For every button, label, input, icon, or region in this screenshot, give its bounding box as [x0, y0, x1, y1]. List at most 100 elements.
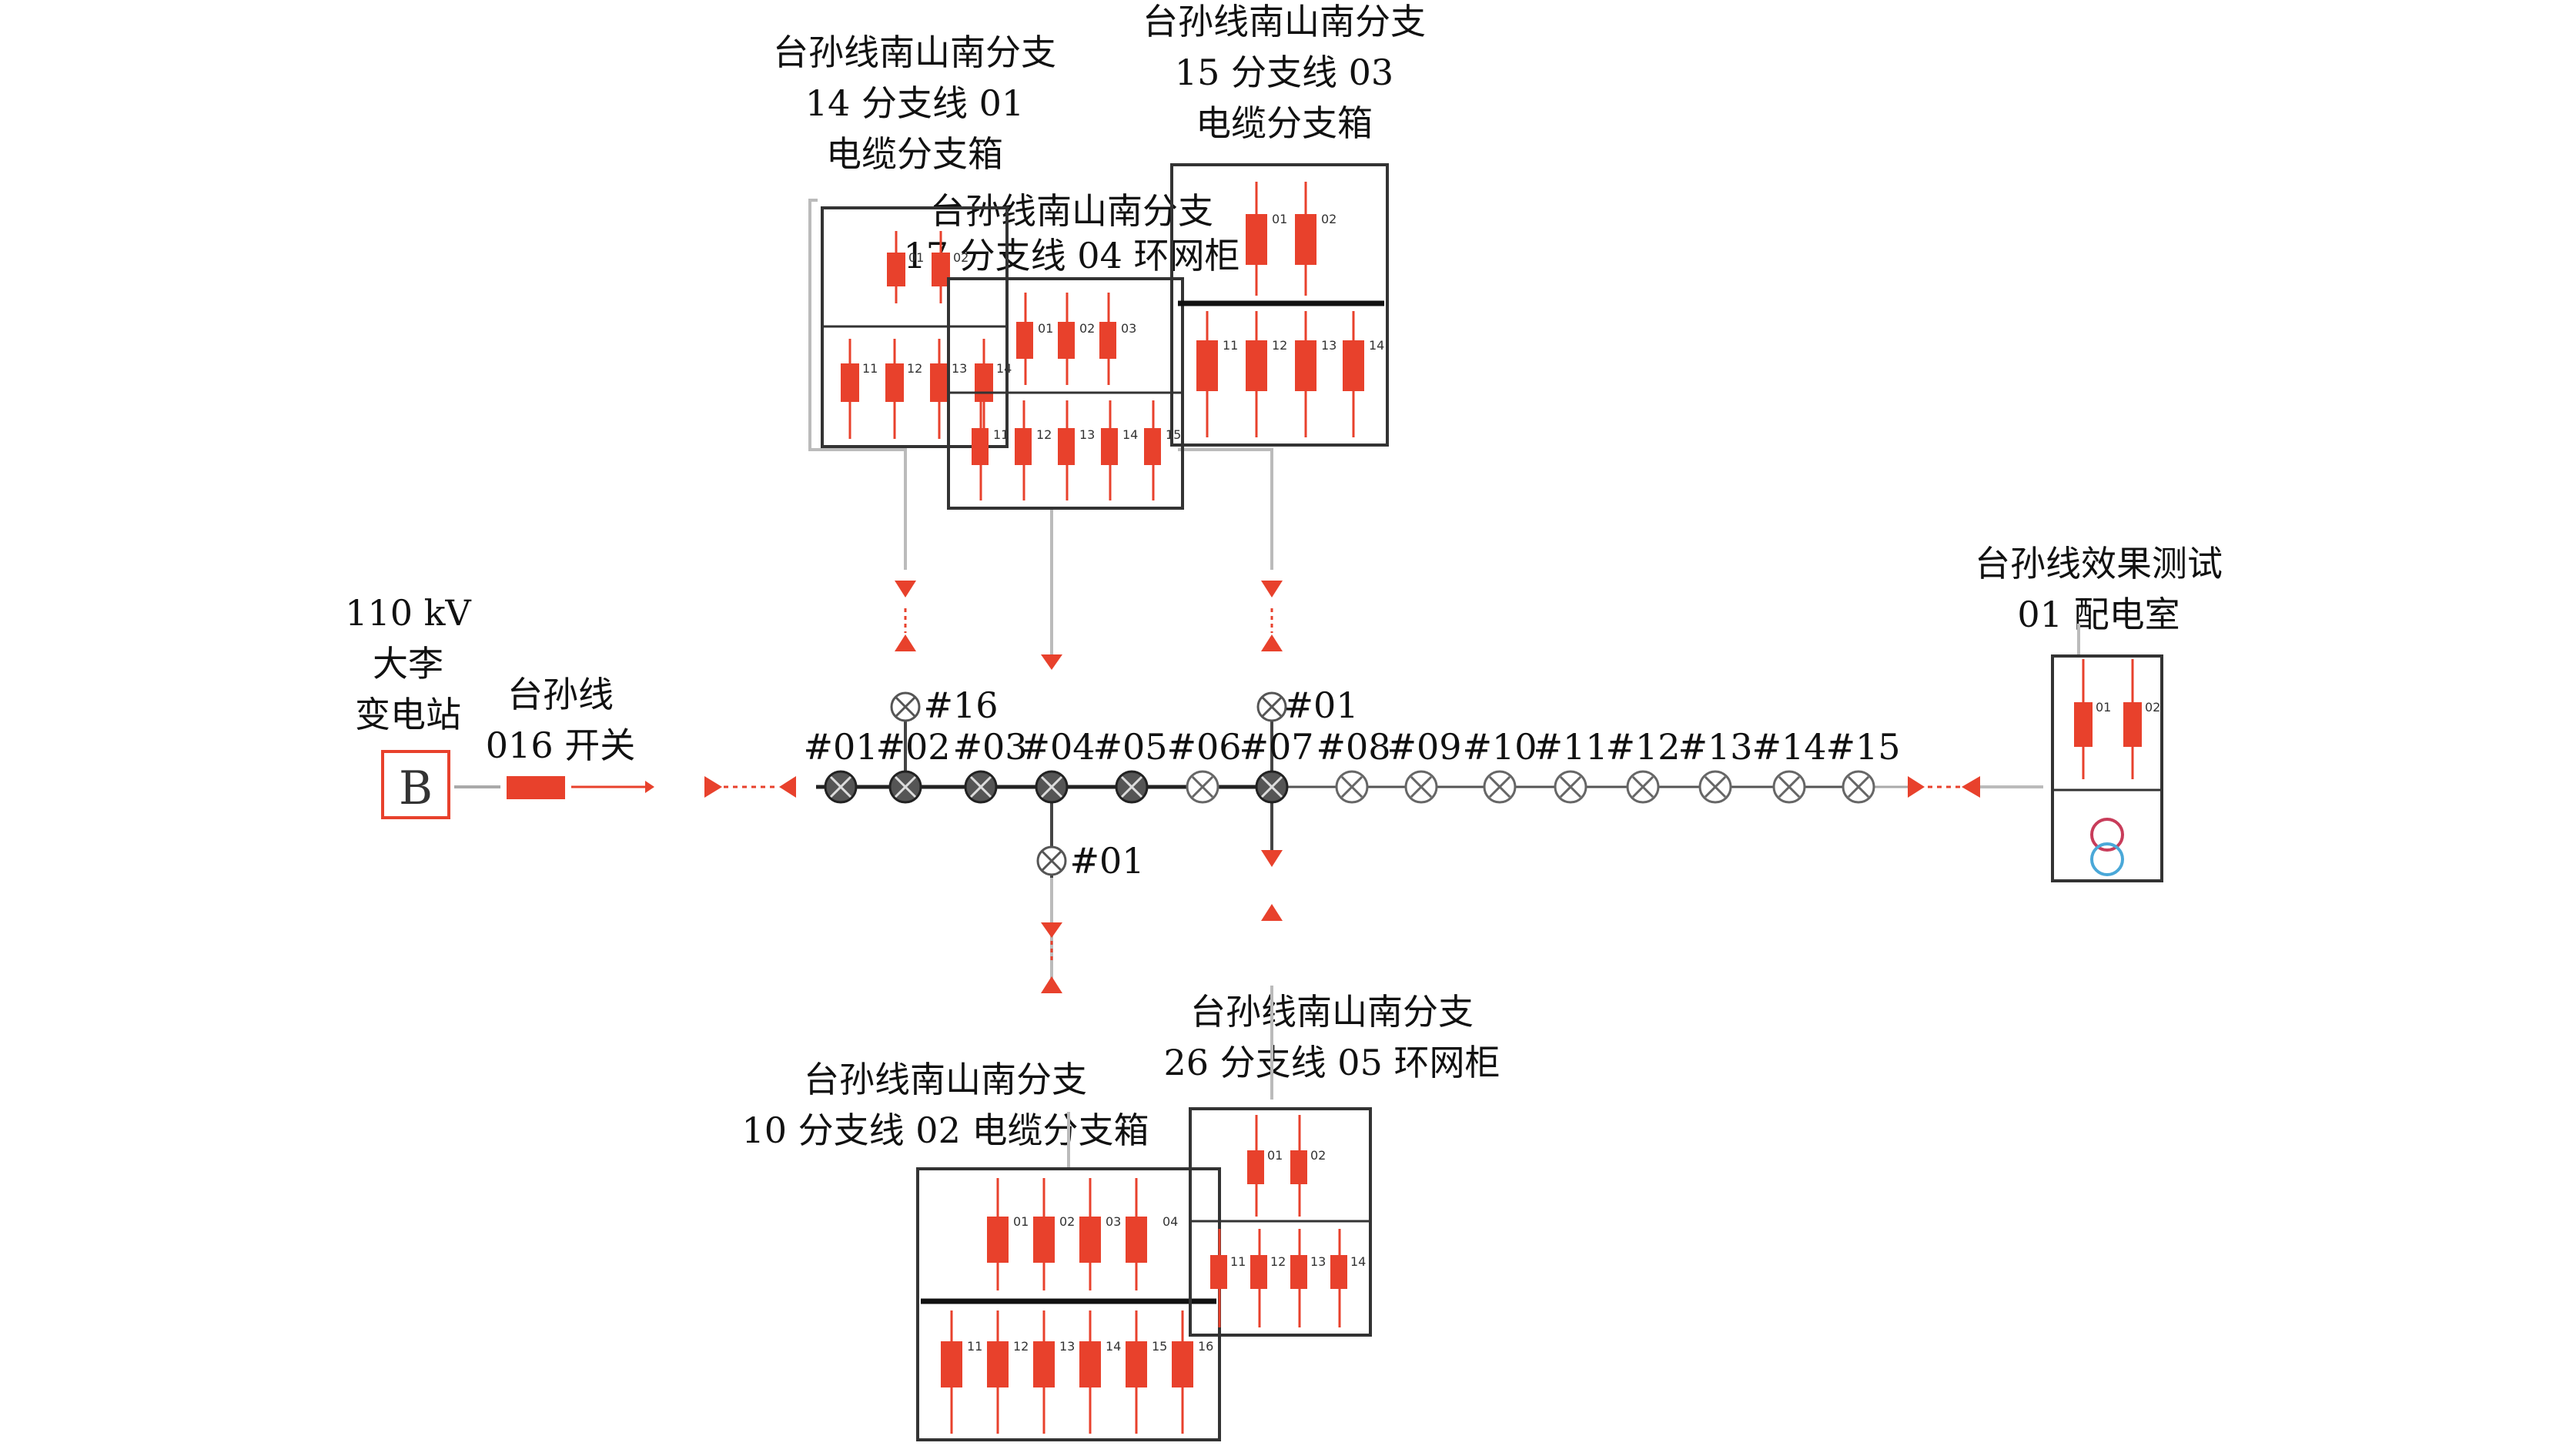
- arrow-icon: [645, 781, 654, 793]
- box-15-03-top-switches: 01 02: [1246, 182, 1337, 296]
- box-10-02-bottom-switches: 11 12 13 14 15 16: [941, 1310, 1213, 1434]
- switch-label: 12: [1036, 427, 1052, 442]
- trunk-node-label: #09: [1387, 726, 1461, 768]
- switch-label: 02: [2145, 700, 2160, 715]
- substation-symbol[interactable]: B: [381, 750, 450, 819]
- switch-label: 13: [1079, 427, 1095, 442]
- box-test-distribution-room[interactable]: 01 02: [2051, 654, 2163, 882]
- switch-label: 01: [1013, 1214, 1029, 1229]
- lead-lines: [808, 199, 2080, 1169]
- switch-label: 11: [862, 361, 878, 376]
- substation-symbol-letter: B: [399, 761, 433, 815]
- arrow-down-icon: [1261, 581, 1283, 597]
- arrow-right-icon: [1908, 776, 1925, 798]
- trunk-node-08[interactable]: [1335, 770, 1369, 804]
- trunk-node-12[interactable]: [1626, 770, 1660, 804]
- feeder-switch-label-line2: 016 开关: [486, 725, 635, 766]
- trunk-node-11[interactable]: [1554, 770, 1587, 804]
- box-15-03-title-line1: 台孙线南山南分支: [1142, 1, 1426, 42]
- switch-label: 03: [1106, 1214, 1121, 1229]
- transformer-icon: [2090, 818, 2124, 876]
- trunk-node-label: #03: [952, 726, 1027, 768]
- switch-label: 16: [1198, 1339, 1213, 1354]
- switch-label: 13: [1059, 1339, 1075, 1354]
- switch-label: 02: [1321, 212, 1337, 226]
- box-14-01-title-line1: 台孙线南山南分支: [773, 32, 1056, 73]
- branch-node-16[interactable]: [890, 691, 921, 722]
- box-10-02-title-line1: 台孙线南山南分支: [804, 1059, 1087, 1100]
- switch-label: 13: [1310, 1254, 1326, 1269]
- arrow-up-icon: [1041, 976, 1062, 993]
- trunk-node-label: #01: [803, 726, 878, 768]
- arrow-up-icon: [895, 634, 916, 651]
- trunk-node-symbols: [824, 770, 1875, 804]
- switch-label: 14: [1350, 1254, 1366, 1269]
- box-test-title-line2: 01 配电室: [2017, 594, 2180, 635]
- feeder-016-switch[interactable]: [507, 776, 565, 799]
- box-26-05-title-line2: 26 分支线 05 环网柜: [1164, 1042, 1500, 1083]
- arrow-down-icon: [1261, 850, 1283, 867]
- box-17-04-title-line1: 台孙线南山南分支: [930, 190, 1213, 232]
- trunk-node-label: #14: [1751, 726, 1826, 768]
- box-17-04-top-switches: 01 02 03: [1016, 293, 1136, 385]
- branch-node-04-down-label: #01: [1069, 840, 1144, 882]
- trunk-node-15[interactable]: [1842, 770, 1875, 804]
- box-10-02-top-switches: 01 02 03 04: [987, 1178, 1178, 1290]
- box-17-04[interactable]: 01 02 03 11 12 13 14 15: [947, 277, 1184, 510]
- switch-label: 12: [907, 361, 922, 376]
- trunk-node-label: #11: [1533, 726, 1607, 768]
- switch-label: 13: [952, 361, 967, 376]
- trunk-node-01[interactable]: [824, 770, 858, 804]
- trunk-node-07[interactable]: [1255, 770, 1289, 804]
- switch-label: 12: [1270, 1254, 1286, 1269]
- substation-label-line2: 大李: [373, 643, 443, 685]
- box-14-01-bottom-switches: 11 12 13 14: [841, 339, 1012, 439]
- branch-node-16-label: #16: [923, 685, 998, 726]
- trunk-node-09[interactable]: [1404, 770, 1438, 804]
- trunk-node-label: #15: [1825, 726, 1900, 768]
- box-17-04-bottom-switches: 11 12 13 14 15: [972, 400, 1181, 500]
- box-26-05[interactable]: 01 02 11 12 13 14: [1189, 1107, 1372, 1337]
- substation-label-line3: 变电站: [355, 694, 461, 735]
- branch-node-07-up[interactable]: [1256, 691, 1287, 722]
- box-17-04-title-line2: 17 分支线 04 环网柜: [904, 235, 1240, 276]
- trunk-node-group: #01 #02 #03 #04 #05 #06 #07 #08 #09 #10 …: [803, 726, 1900, 768]
- switch-label: 02: [953, 250, 969, 265]
- trunk-node-13[interactable]: [1698, 770, 1732, 804]
- box-14-01-top-switches: 01 02: [887, 231, 969, 303]
- arrow-down-icon: [895, 581, 916, 597]
- switch-label: 02: [1059, 1214, 1075, 1229]
- switch-label: 11: [993, 427, 1009, 442]
- trunk-node-05[interactable]: [1115, 770, 1149, 804]
- trunk-connectors: [704, 581, 1980, 993]
- arrow-down-icon: [1041, 654, 1062, 670]
- trunk-node-06[interactable]: [1186, 770, 1219, 804]
- box-14-01-title-line3: 电缆分支箱: [826, 133, 1003, 175]
- arrow-up-icon: [1261, 634, 1283, 651]
- switch-label: 13: [1321, 338, 1337, 353]
- switch-label: 12: [1013, 1339, 1029, 1354]
- feeder-switch-label-line1: 台孙线: [507, 674, 614, 715]
- trunk-node-03[interactable]: [964, 770, 998, 804]
- switch-label: 04: [1163, 1214, 1178, 1229]
- switch-label: 15: [1152, 1339, 1167, 1354]
- switch-label: 11: [1223, 338, 1238, 353]
- trunk-node-label: #13: [1678, 726, 1752, 768]
- box-10-02-title-line2: 10 分支线 02 电缆分支箱: [742, 1110, 1149, 1151]
- switch-label: 01: [1038, 321, 1053, 336]
- box-14-01[interactable]: 01 02 11 12 13 14: [821, 206, 1012, 448]
- trunk-node-02[interactable]: [888, 770, 922, 804]
- arrow-left-icon: [1962, 776, 1980, 798]
- trunk-node-label: #02: [875, 726, 950, 768]
- trunk-node-04[interactable]: [1035, 770, 1069, 804]
- trunk-node-10[interactable]: [1483, 770, 1517, 804]
- box-test-title-line1: 台孙线效果测试: [1975, 543, 2223, 584]
- trunk-node-14[interactable]: [1772, 770, 1806, 804]
- box-10-02[interactable]: 01 02 03 04 11 12 13 14 15 16: [916, 1167, 1221, 1441]
- switch-label: 02: [1079, 321, 1095, 336]
- branch-node-04-down[interactable]: [1036, 845, 1067, 876]
- switch-label: 03: [1121, 321, 1136, 336]
- switch-label: 12: [1272, 338, 1287, 353]
- box-15-03[interactable]: 01 02 11 12 13 14: [1170, 163, 1389, 447]
